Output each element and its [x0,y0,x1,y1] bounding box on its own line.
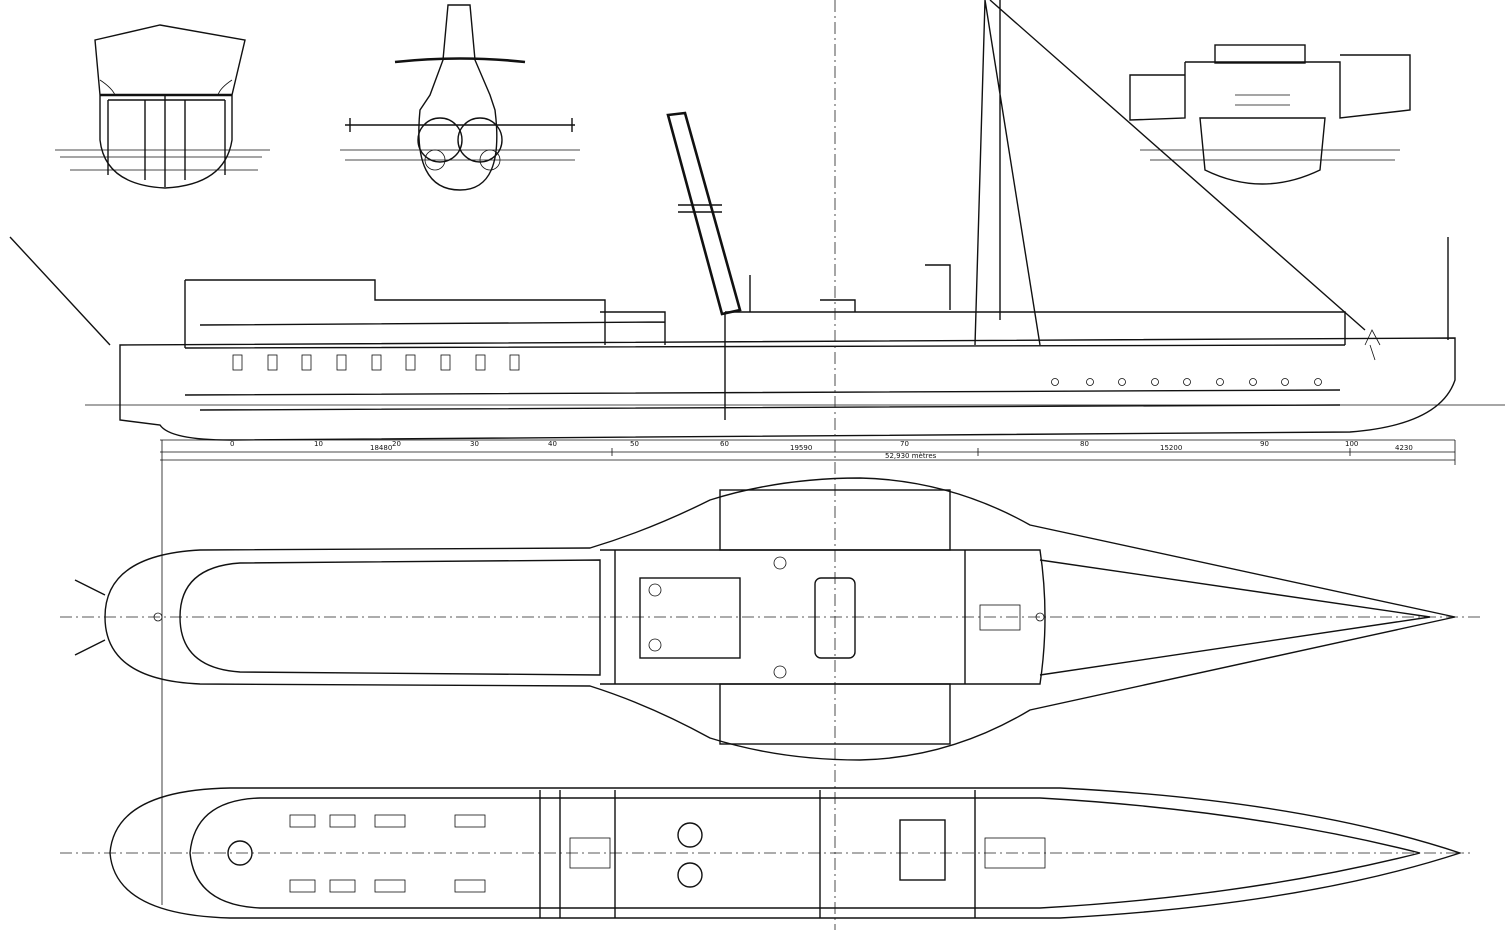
funnel [666,111,742,316]
cabin-windows [232,354,520,371]
side-elevation [9,0,1505,441]
dim-bow: 4230 [1395,444,1413,452]
svg-text:80: 80 [1080,440,1089,448]
plan-view-deck [60,0,1480,930]
svg-text:30: 30 [470,440,479,448]
svg-text:40: 40 [548,440,557,448]
svg-text:20: 20 [392,440,401,448]
cabin-furniture [289,814,486,893]
svg-text:60: 60 [720,440,729,448]
dim-forward: 15200 [1160,444,1182,452]
cross-section-boilers [340,4,580,191]
svg-text:50: 50 [630,440,639,448]
svg-text:90: 90 [1260,440,1269,448]
dim-aft: 18480 [370,444,392,452]
dim-middle: 19590 [790,444,812,452]
svg-text:10: 10 [314,440,323,448]
svg-text:100: 100 [1345,440,1358,448]
portholes [1051,378,1322,386]
cross-section-forward [1129,44,1411,185]
dim-overall: 52,930 mètres [885,452,937,460]
plan-view-lower-deck [60,787,1470,919]
cross-section-aft [55,24,270,189]
dimension-lines: 18480 19590 15200 4230 52,930 mètres 0 1… [160,439,1456,905]
svg-text:0: 0 [230,440,234,448]
svg-text:70: 70 [900,440,909,448]
frame-numbers: 0 10 20 30 40 50 60 70 80 90 100 [230,440,1358,448]
